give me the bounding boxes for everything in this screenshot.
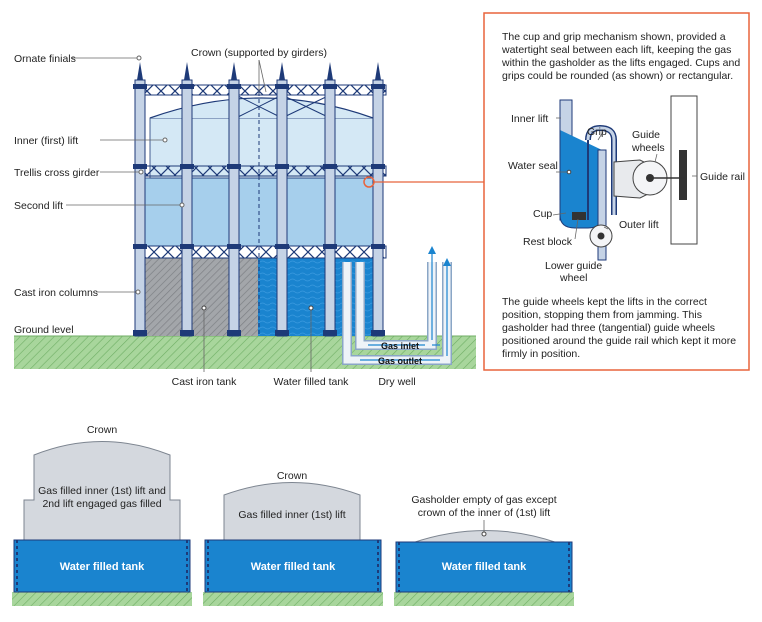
detail-lower-guide-label-2: wheel (559, 272, 587, 284)
lower-trellis-girder (137, 245, 387, 259)
stage-3-text-2: crown of the inner of (1st) lift (418, 507, 551, 519)
dry-well-pipes (342, 246, 452, 365)
water-filled-tank-label: Water filled tank (274, 376, 350, 388)
stage-2-tank-label: Water filled tank (251, 561, 336, 573)
detail-guide-rail-label: Guide rail (700, 171, 745, 183)
detail-rest-block-label: Rest block (523, 236, 573, 248)
stage-2 (203, 482, 383, 606)
stage-1 (12, 441, 192, 606)
cup-grip-mechanism (552, 95, 698, 261)
top-trellis-girder (137, 84, 387, 96)
detail-lower-guide-label-1: Lower guide (545, 260, 602, 272)
dry-well-label: Dry well (378, 376, 415, 388)
stage-2-crown-label: Crown (277, 470, 308, 482)
stage-3-text-1: Gasholder empty of gas except (411, 494, 556, 506)
stage-1-text-2: 2nd lift engaged gas filled (42, 498, 161, 510)
detail-guide-wheels-label-2: wheels (631, 142, 665, 154)
cast-iron-tank (141, 258, 258, 336)
crown-label: Crown (supported by girders) (191, 47, 327, 59)
stage-3-tank-label: Water filled tank (442, 561, 527, 573)
detail-grip-label: Grip (587, 126, 607, 138)
stage-3 (394, 520, 574, 606)
detail-inner-lift-label: Inner lift (511, 113, 548, 125)
ornate-finials-label: Ornate finials (14, 53, 76, 65)
inner-lift-label: Inner (first) lift (14, 135, 78, 147)
cast-iron-columns (133, 62, 385, 337)
stage-1-crown-label: Crown (87, 424, 118, 436)
cast-iron-tank-label: Cast iron tank (172, 376, 238, 388)
stage-1-tank-label: Water filled tank (60, 561, 145, 573)
stage-2-text: Gas filled inner (1st) lift (238, 509, 345, 521)
second-lift (144, 177, 379, 247)
gas-inlet-label: Gas inlet (381, 341, 419, 351)
detail-outro-text: The guide wheels kept the lifts in the c… (502, 296, 737, 360)
cast-iron-columns-label: Cast iron columns (14, 287, 98, 299)
stage-1-text-1: Gas filled inner (1st) lift and (38, 485, 166, 497)
detail-water-seal-label: Water seal (508, 160, 558, 172)
detail-cup-label: Cup (533, 208, 552, 220)
second-lift-label: Second lift (14, 200, 63, 212)
trellis-label: Trellis cross girder (14, 167, 100, 179)
detail-guide-wheels-label-1: Guide (632, 129, 660, 141)
main-gasholder: Gas inlet Gas outlet Ornate finials Inne… (14, 47, 484, 388)
ground-level-label: Ground level (14, 324, 74, 336)
detail-intro-text: The cup and grip mechanism shown, provid… (502, 31, 741, 82)
detail-outer-lift-label: Outer lift (619, 219, 659, 231)
gas-outlet-label: Gas outlet (378, 356, 422, 366)
trellis-cross-girder (137, 165, 387, 177)
